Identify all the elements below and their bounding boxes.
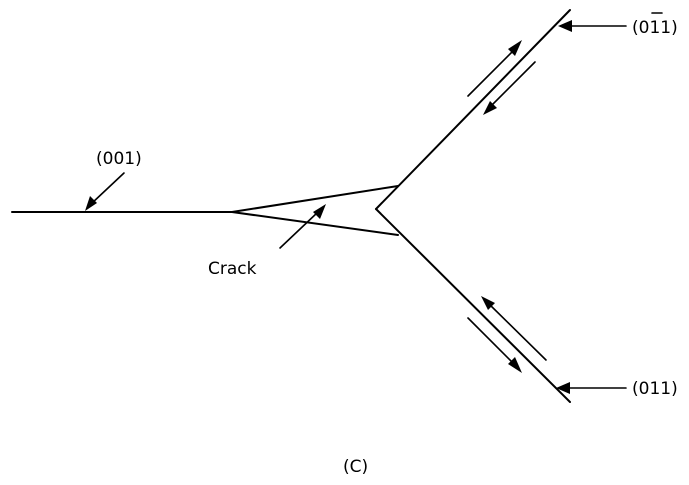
plane-011-line	[375, 208, 571, 403]
lower-slip-arrow-up-head	[481, 296, 495, 310]
label-crack-arrowhead	[313, 204, 326, 219]
panel-caption: (C)	[343, 457, 368, 477]
upper-slip-arrow-up-head	[508, 40, 522, 56]
upper-slip-arrow-down-shaft	[488, 61, 536, 109]
label-001: (001)	[96, 149, 142, 169]
lower-slip-arrow-down-head	[508, 357, 522, 373]
label-crack: Crack	[208, 259, 257, 279]
lower-slip-arrow-down-shaft	[467, 317, 517, 367]
label-crack-leader	[279, 211, 319, 249]
lower-slip-arrow-up-shaft	[486, 301, 547, 361]
label-0bar11: (011)	[632, 18, 678, 38]
label-011-arrowhead	[556, 382, 570, 394]
label-0bar11-arrowhead	[558, 20, 572, 32]
label-0bar11-open: (0	[632, 18, 649, 38]
label-001-leader	[90, 172, 125, 205]
label-0bar11-close: 1)	[660, 18, 677, 38]
label-001-arrowhead	[85, 196, 97, 211]
label-0bar11-bar-digit: 1	[649, 18, 660, 38]
crack-wedge	[231, 185, 399, 236]
upper-slip-arrow-up-shaft	[467, 47, 517, 97]
label-011: (011)	[632, 379, 678, 399]
plane-0bar11-line	[375, 9, 571, 210]
upper-slip-arrow-down-head	[483, 101, 497, 115]
